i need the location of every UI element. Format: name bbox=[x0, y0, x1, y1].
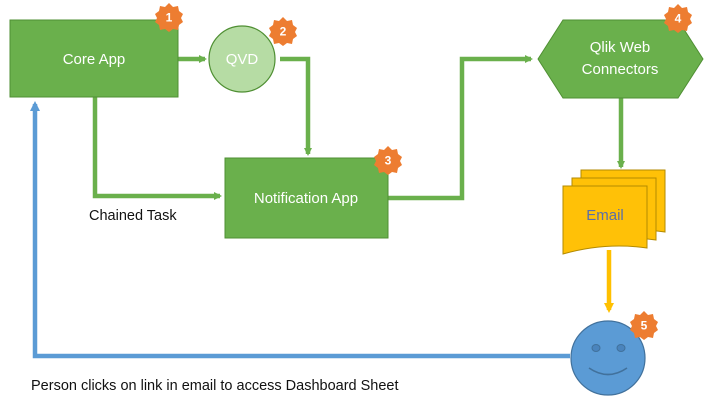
qlik-web-connectors-label-line1: Qlik Web bbox=[590, 39, 651, 56]
email-label: Email bbox=[586, 207, 624, 224]
qvd-node: QVD bbox=[208, 25, 276, 93]
badge-3-starburst-icon bbox=[374, 146, 402, 175]
badge-4-starburst-icon bbox=[664, 4, 692, 33]
person-clicks-label: Person clicks on link in email to access… bbox=[31, 378, 399, 394]
email-document-front bbox=[562, 185, 648, 255]
connectors bbox=[30, 55, 625, 359]
arrow-person-to-core bbox=[30, 101, 570, 359]
badge-5: 5 bbox=[630, 311, 658, 340]
chained-task-label: Chained Task bbox=[89, 208, 177, 224]
qvd-label: QVD bbox=[226, 51, 259, 68]
email-node: Email bbox=[562, 169, 666, 255]
arrow-notification-to-connectors bbox=[388, 55, 533, 201]
badge-3-number: 3 bbox=[385, 154, 392, 168]
badge-5-starburst-icon bbox=[630, 311, 658, 340]
person-smiley-icon bbox=[570, 320, 646, 396]
notification-app-node: Notification App bbox=[224, 157, 389, 239]
smiley-mouth bbox=[588, 367, 628, 376]
badge-2-number: 2 bbox=[280, 25, 287, 39]
badge-2-starburst-icon bbox=[269, 17, 297, 46]
badge-5-number: 5 bbox=[641, 319, 648, 333]
badge-1: 1 bbox=[155, 3, 183, 32]
qlik-web-connectors-label-line2: Connectors bbox=[582, 61, 659, 78]
core-app-node: Core App bbox=[9, 19, 179, 98]
notification-app-label: Notification App bbox=[254, 190, 358, 207]
smiley-left-eye bbox=[591, 344, 601, 352]
badge-2: 2 bbox=[269, 17, 297, 46]
badge-4-number: 4 bbox=[675, 12, 682, 26]
core-app-label: Core App bbox=[63, 51, 126, 68]
smiley-right-eye bbox=[616, 344, 626, 352]
badge-1-starburst-icon bbox=[155, 3, 183, 32]
badge-4: 4 bbox=[664, 4, 692, 33]
arrow-qvd-to-notification bbox=[280, 56, 312, 156]
badge-3: 3 bbox=[374, 146, 402, 175]
badge-1-number: 1 bbox=[166, 11, 173, 25]
arrow-chained-task bbox=[92, 97, 222, 200]
qlik-web-connectors-node: Qlik Web Connectors bbox=[537, 19, 704, 99]
